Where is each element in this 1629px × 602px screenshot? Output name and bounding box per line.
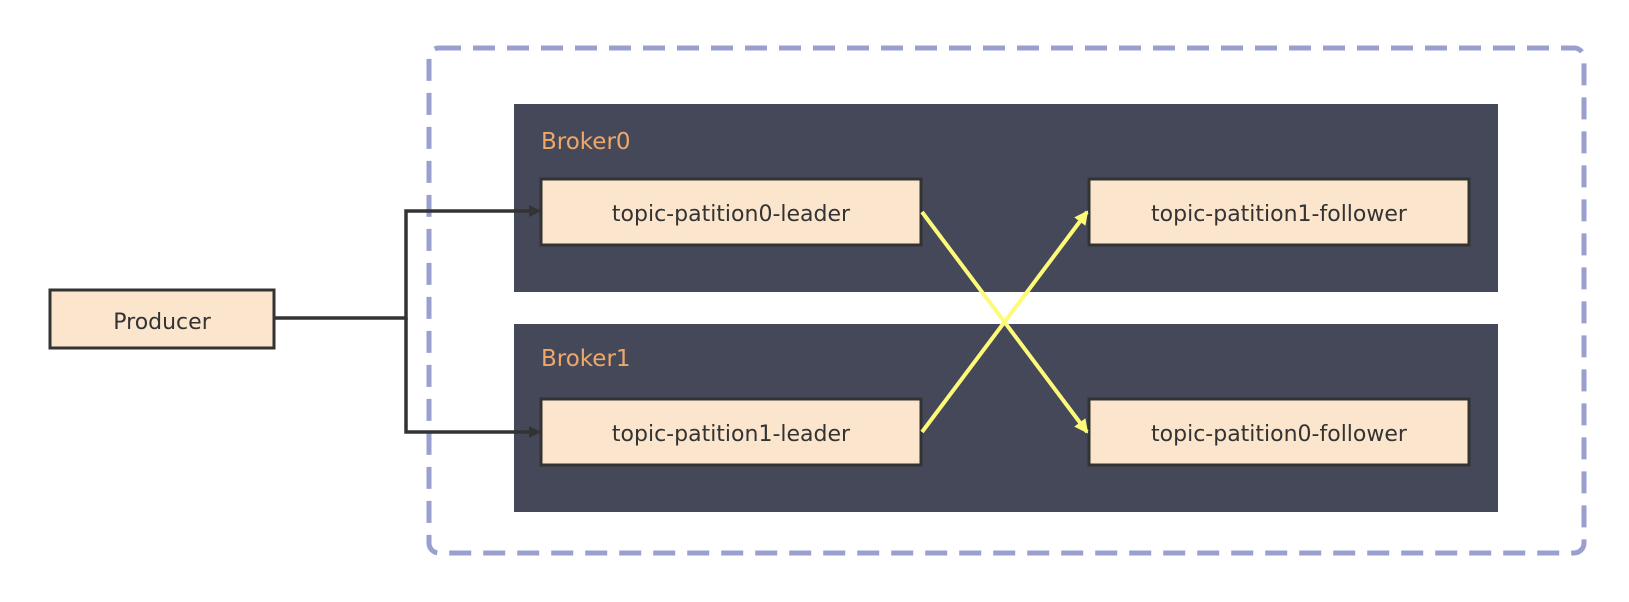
producer-label: Producer bbox=[113, 310, 211, 335]
producer-to-broker1-arrow bbox=[404, 318, 541, 438]
broker0-label: Broker0 bbox=[541, 129, 631, 155]
broker1-label: Broker1 bbox=[541, 346, 631, 372]
partition0-follower-label: topic-patition0-follower bbox=[1151, 422, 1408, 447]
partition0-follower-node: topic-patition0-follower bbox=[1087, 397, 1471, 467]
replication-partition1-arrow bbox=[920, 210, 1089, 434]
partition1-leader-node: topic-patition1-leader bbox=[539, 397, 923, 467]
producer-to-broker0-arrow bbox=[274, 205, 541, 320]
partition1-follower-node: topic-patition1-follower bbox=[1087, 177, 1471, 247]
partition0-leader-node: topic-patition0-leader bbox=[539, 177, 923, 247]
partition1-follower-label: topic-patition1-follower bbox=[1151, 202, 1408, 227]
broker1-container: Broker1 topic-patition1-leader topic-pat… bbox=[514, 324, 1498, 512]
kafka-cluster-boundary bbox=[426, 45, 1587, 556]
producer-node: Producer bbox=[48, 288, 276, 350]
partition1-leader-label: topic-patition1-leader bbox=[612, 422, 851, 447]
partition0-leader-label: topic-patition0-leader bbox=[612, 202, 851, 227]
broker0-container: Broker0 topic-patition0-leader topic-pat… bbox=[514, 104, 1498, 292]
